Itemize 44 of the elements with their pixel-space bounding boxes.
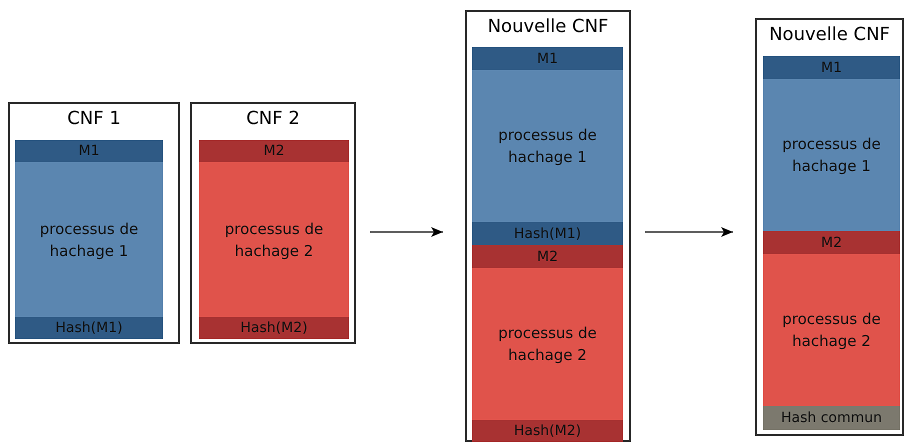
process-label: processus de hachage 1: [781, 134, 882, 177]
label-band: [15, 317, 163, 339]
label-band: [199, 140, 349, 162]
process-block: [472, 70, 623, 222]
container-title: Nouvelle CNF: [768, 23, 891, 47]
container-box: [465, 10, 631, 442]
container-title: CNF 2: [245, 107, 301, 131]
process-label: processus de hachage 2: [224, 218, 324, 262]
label-band: [763, 406, 900, 430]
label-band: [763, 56, 900, 79]
band-label: M1: [537, 50, 558, 68]
container-title: Nouvelle CNF: [486, 15, 610, 39]
process-label: processus de hachage 2: [497, 323, 598, 366]
container-title: CNF 1: [66, 107, 122, 131]
process-block: [199, 162, 349, 317]
process-block: [763, 254, 900, 406]
container-box: [8, 102, 180, 344]
label-band: [472, 420, 623, 442]
process-label: processus de hachage 1: [497, 125, 598, 168]
label-band: [472, 245, 623, 268]
band-label: M1: [78, 142, 100, 160]
band-label: M1: [821, 58, 842, 76]
band-label: M2: [821, 234, 842, 252]
process-block: [763, 79, 900, 231]
process-block: [15, 162, 163, 317]
band-label: Hash(M1): [55, 319, 123, 337]
band-label: Hash(M1): [514, 224, 582, 242]
band-label: M2: [537, 248, 558, 266]
arrow: [645, 227, 733, 237]
band-label: Hash commun: [780, 409, 882, 427]
arrow: [370, 227, 443, 237]
process-block: [472, 268, 623, 420]
container-box: [755, 18, 904, 436]
label-band: [15, 140, 163, 162]
label-band: [472, 47, 623, 70]
band-label: Hash(M2): [514, 422, 582, 440]
process-label: processus de hachage 1: [38, 218, 140, 262]
container-box: [190, 102, 356, 344]
label-band: [472, 222, 623, 245]
label-band: [199, 317, 349, 339]
band-label: M2: [264, 142, 284, 160]
band-label: Hash(M2): [240, 319, 308, 337]
label-band: [763, 231, 900, 254]
process-label: processus de hachage 2: [781, 309, 882, 352]
